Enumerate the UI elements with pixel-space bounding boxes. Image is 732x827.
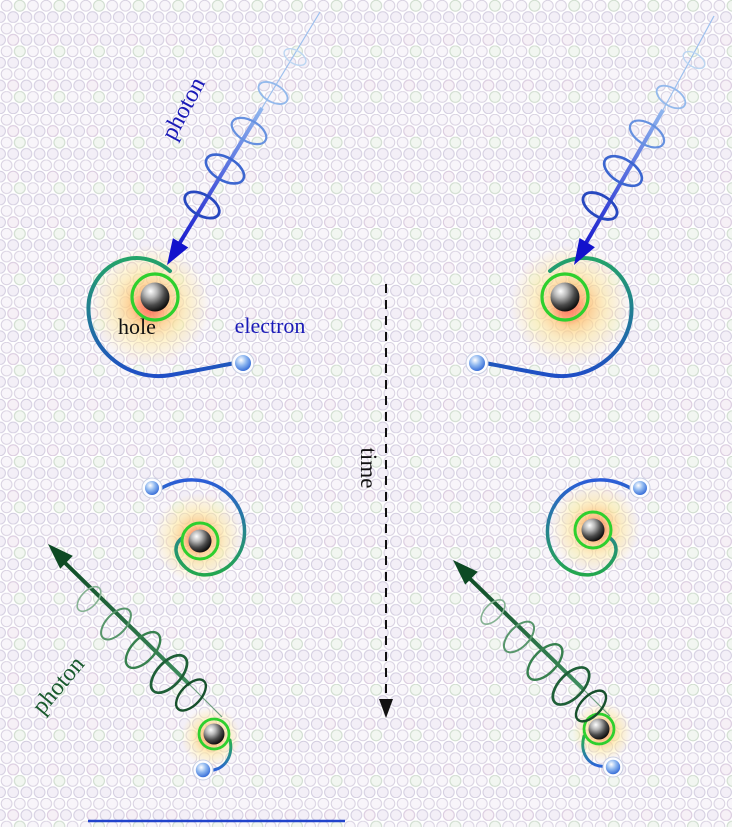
electron-core [145,481,159,495]
exciton-spiral-mid-right [545,478,634,577]
atom-sphere-top-right [550,282,580,312]
exciton-spiral-bottom-right [581,734,608,768]
electron-core [605,759,621,775]
photon-top-right [574,15,715,265]
electron-ball-bottom-right [602,756,624,778]
photon-arrowhead [453,560,478,585]
orbit-ring-mid-left [180,521,220,561]
coil-loop [551,666,591,706]
atom-sphere-bottom-right [588,718,610,740]
time-label: time [356,448,381,489]
coil-loop [526,643,564,681]
orbit-ring-top-left [130,272,180,322]
atom-sphere-bottom-left [203,723,225,745]
coil-loop [257,81,289,105]
electron-ball-top-left [231,351,255,375]
photon-shaft [171,106,264,256]
coil-loop [283,48,307,66]
photon-tail-line [261,11,321,109]
electron-ball-mid-right [629,477,651,499]
electron-core [195,762,211,778]
coil-loop [124,630,162,670]
photon-shaft [56,554,192,687]
atom-sphere-top-left [140,282,170,312]
exciton-spiral-top-right [478,256,634,379]
coil-loop [183,190,221,220]
time-axis-arrowhead [379,699,393,718]
electron-ball-top-right [465,351,489,375]
coil-loop [174,678,208,712]
orbit-ring-bottom-left [197,717,231,751]
photon-bottom-right [453,560,611,723]
electron-core [633,481,647,495]
orbit-rings [130,272,616,751]
electron-label: electron [235,313,306,338]
orbit-ring-mid-right [573,510,613,550]
photon-coil [183,48,307,220]
photon-coil [76,585,208,712]
coil-loop [230,116,268,146]
photon-top-left [167,11,321,265]
orbit-ring-top-right [540,272,590,322]
exciton-spiral-top-left [86,256,242,379]
atom-spheres [140,282,610,745]
photon-shaft [461,570,585,691]
photon-arrowhead [48,544,73,569]
coil-loop [100,607,132,641]
coil-loop [602,154,644,188]
atom-sphere-mid-left [188,529,212,553]
coil-loop [581,191,619,221]
photon-arrowhead [167,238,189,265]
atom-sphere-mid-right [581,518,605,542]
photon-tail-line [662,15,715,111]
photon-arrowhead [574,238,595,265]
orbit-ring-bottom-right [582,712,616,746]
coil-loop [682,50,706,70]
photon-bottom-left [48,544,223,718]
coil-loop [502,620,536,654]
electron-core [235,355,251,371]
time-axis: time [356,284,393,718]
photon-coil [581,50,706,221]
coil-loop [204,153,246,185]
photon-tail-line [189,684,223,718]
photon-coil [480,599,608,723]
coil-loop [480,599,506,625]
coil-loop [655,84,687,110]
coil-loop [149,653,189,695]
electron-ball-mid-left [141,477,163,499]
exciton-spiral-mid-left [158,478,247,577]
coil-loop [76,585,102,613]
coil-loop [628,119,666,149]
electron-core [469,355,485,371]
hole-label: hole [118,314,156,339]
electron-ball-bottom-left [192,759,214,781]
photon-tail-line [582,688,611,717]
coil-loop [574,689,608,723]
electrons [141,351,651,781]
